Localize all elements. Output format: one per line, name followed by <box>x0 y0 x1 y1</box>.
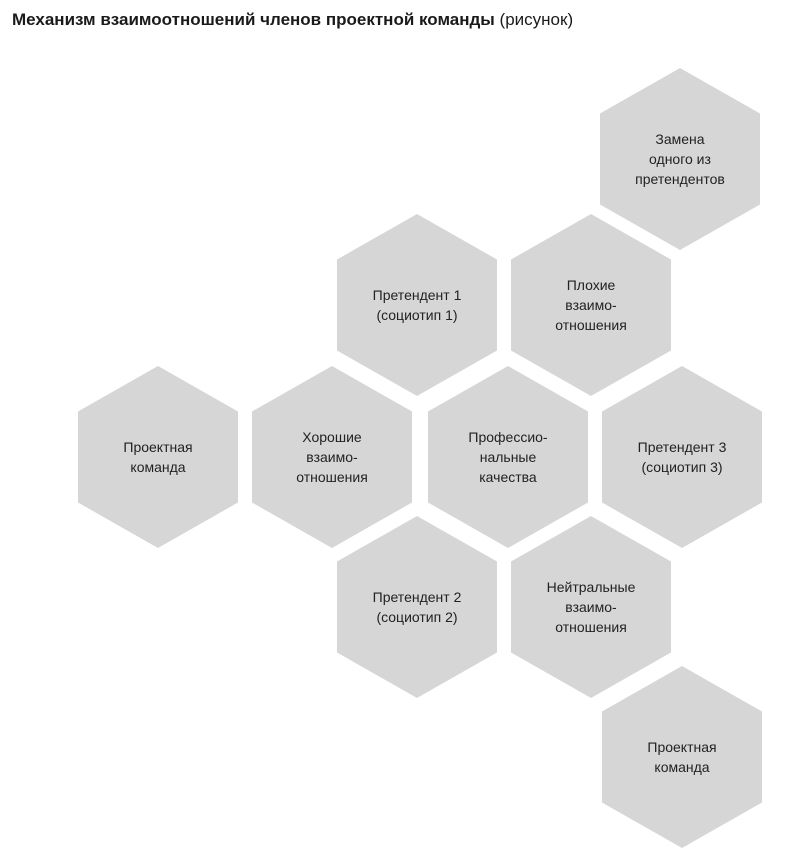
hex-team-left: Проектная команда <box>78 366 238 548</box>
hex-candidate-3: Претендент 3 (социотип 3) <box>602 366 762 548</box>
hex-good-relations: Хорошие взаимо- отношения <box>252 366 412 548</box>
hex-team-left-label: Проектная команда <box>123 439 193 475</box>
hex-professional: Профессио- нальные качества <box>428 366 588 548</box>
diagram-title: Механизм взаимоотношений членов проектно… <box>12 8 573 32</box>
hex-neutral-relations: Нейтральные взаимо- отношения <box>511 516 671 698</box>
hex-candidate-2: Претендент 2 (социотип 2) <box>337 516 497 698</box>
hex-professional-label: Профессио- нальные качества <box>468 429 548 485</box>
hex-candidate-1-label: Претендент 1 (социотип 1) <box>372 287 462 323</box>
hex-candidate-2-label: Претендент 2 (социотип 2) <box>372 589 462 625</box>
hex-bad-relations: Плохие взаимо- отношения <box>511 214 671 396</box>
hex-neutral-relations-label: Нейтральные взаимо- отношения <box>546 579 636 635</box>
hex-candidate-3-label: Претендент 3 (социотип 3) <box>637 439 727 475</box>
hex-team-bottom-label: Проектная команда <box>647 739 717 775</box>
hex-candidate-1: Претендент 1 (социотип 1) <box>337 214 497 396</box>
hex-replacement-label: Замена одного из претендентов <box>635 131 725 187</box>
diagram-title-main: Механизм взаимоотношений членов проектно… <box>12 10 495 29</box>
diagram-title-suffix: (рисунок) <box>494 10 574 29</box>
hex-bad-relations-label: Плохие взаимо- отношения <box>555 277 627 333</box>
hex-replacement: Замена одного из претендентов <box>600 68 760 250</box>
hex-team-bottom: Проектная команда <box>602 666 762 848</box>
hex-good-relations-label: Хорошие взаимо- отношения <box>296 429 368 485</box>
